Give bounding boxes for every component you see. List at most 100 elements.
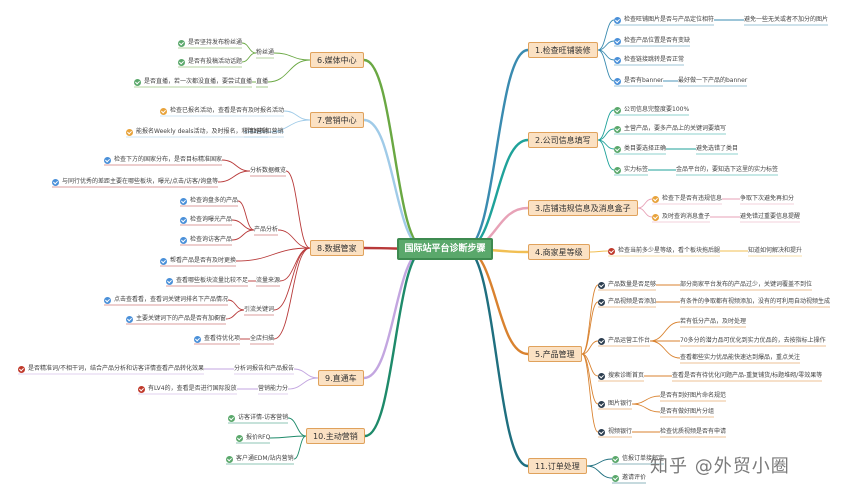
check-icon xyxy=(236,434,243,442)
list-item: 查看哪些板块流量比较不足 xyxy=(166,277,248,285)
list-item: 能报名Weekly deals活动，及时报名，利用好折扣营销 xyxy=(126,128,284,136)
item-connector xyxy=(221,159,251,172)
list-item: 类目要选择正确 xyxy=(614,145,666,153)
item-connector xyxy=(231,219,255,231)
item-connector xyxy=(586,458,613,467)
item-connector xyxy=(597,40,615,51)
check-icon xyxy=(652,195,659,203)
check-icon xyxy=(178,39,185,47)
item-connector xyxy=(267,119,311,133)
check-icon xyxy=(226,455,233,463)
check-icon xyxy=(160,257,167,265)
list-item: 主营产品，要多产品上的关键词要填写 xyxy=(614,125,726,133)
item-connector xyxy=(273,247,311,340)
list-item: 是否有做好图片分组 xyxy=(660,408,715,415)
list-item: 粉丝通 xyxy=(256,49,275,56)
list-item: 流量来源 xyxy=(256,277,281,284)
item-connector xyxy=(586,465,613,479)
branch-10-active-marketing[interactable]: 10.主动营销 xyxy=(306,428,365,444)
branch-9-p4p[interactable]: 9.直通车 xyxy=(318,370,364,386)
check-icon xyxy=(52,178,59,186)
list-item: 引流关键词 xyxy=(244,306,275,313)
list-item: 是否有banner xyxy=(614,77,663,85)
list-item: 是否精准词/不相干词，结合产品分析和访客详情查看产品转化效果 xyxy=(18,365,204,373)
check-icon xyxy=(126,315,133,323)
branch-1-storefront[interactable]: 1.检查旺铺装修 xyxy=(528,42,598,58)
check-icon xyxy=(134,78,141,86)
check-icon xyxy=(614,16,621,24)
item-connector xyxy=(597,139,615,171)
check-icon xyxy=(614,125,621,133)
check-icon xyxy=(228,414,235,422)
list-item: 争取下次避免再扣分 xyxy=(740,195,795,202)
item-connector xyxy=(597,109,615,141)
check-icon xyxy=(18,365,25,373)
branch-7-marketing-center[interactable]: 7.营销中心 xyxy=(310,112,364,128)
item-connector xyxy=(631,395,661,405)
branch-connector xyxy=(363,118,426,251)
item-connector xyxy=(273,247,311,311)
check-icon xyxy=(598,400,605,408)
list-item: 产品分析 xyxy=(254,226,279,233)
item-connector xyxy=(293,368,319,379)
list-item: 金品平台的，要知选下这里的实力标签 xyxy=(676,166,779,173)
check-icon xyxy=(614,145,621,153)
check-icon xyxy=(166,277,173,285)
check-icon xyxy=(160,107,167,115)
branch-6-media-center[interactable]: 6.媒体中心 xyxy=(310,52,364,68)
branch-11-order-processing[interactable]: 11.订单处理 xyxy=(528,458,587,474)
item-connector xyxy=(581,301,599,355)
check-icon xyxy=(194,335,201,343)
list-item: 帮看产品是否有及时更换 xyxy=(160,257,236,265)
item-connector xyxy=(649,321,681,342)
item-connector xyxy=(225,309,245,320)
check-icon xyxy=(180,236,187,244)
branch-connector xyxy=(364,247,426,438)
check-icon xyxy=(614,77,621,85)
item-connector xyxy=(287,417,307,437)
item-connector xyxy=(637,198,653,209)
item-connector xyxy=(277,229,311,249)
list-item: 邀请评价 xyxy=(612,474,646,482)
list-item: 分析数据概览 xyxy=(250,167,287,174)
list-item: 查看待优化项 xyxy=(194,335,240,343)
item-connector xyxy=(279,247,311,282)
item-connector xyxy=(581,353,599,433)
check-icon xyxy=(614,106,621,114)
list-item: 检查优质视频是否有申请 xyxy=(660,428,727,435)
item-connector xyxy=(241,42,257,54)
list-item: 公司信息完整度要100% xyxy=(614,106,689,114)
list-item: 是否坚持发布粉丝通 xyxy=(178,39,242,47)
check-icon xyxy=(598,281,605,289)
list-item: 客户通EDM/站内营销 xyxy=(226,455,294,463)
item-connector xyxy=(581,340,599,355)
list-item: 检查产品位置是否有变缺 xyxy=(614,37,690,45)
check-icon xyxy=(598,372,605,380)
branch-8-data-manager[interactable]: 8.数据管家 xyxy=(310,240,364,256)
list-item: 查看是否有待优化问题产品-重复铺货/标题堆砌/零效果等 xyxy=(672,372,823,379)
branch-5-product-management[interactable]: 5.产品管理 xyxy=(528,346,582,362)
root-node[interactable]: 国际站平台诊断步骤 xyxy=(397,238,493,260)
list-item: 产品数量是否足够 xyxy=(598,281,656,289)
list-item: 检查询曝光产品 xyxy=(180,216,232,224)
item-connector xyxy=(267,59,311,83)
branch-connector xyxy=(464,247,529,356)
list-item: 检查询访客产品 xyxy=(180,236,232,244)
list-item: 知道如何解决和提升 xyxy=(748,247,803,254)
check-icon xyxy=(126,128,133,136)
branch-3-violations[interactable]: 3.店铺违规信息及消息盒子 xyxy=(528,200,638,216)
item-connector xyxy=(269,435,307,439)
list-item: 查看都些实力优品能快速达到爆品，重点关注 xyxy=(680,354,801,361)
branch-2-company-info[interactable]: 2.公司信息填写 xyxy=(528,132,598,148)
item-connector xyxy=(649,340,681,359)
list-item: 有条件的争取都有视频添加，没有的可利用自动视频生成 xyxy=(680,298,831,305)
branch-connector xyxy=(363,58,426,251)
list-item: 折扣营销 xyxy=(244,128,269,135)
check-icon xyxy=(652,213,659,221)
check-icon xyxy=(614,166,621,174)
item-connector xyxy=(293,435,307,460)
item-connector xyxy=(287,377,319,390)
item-connector xyxy=(581,284,599,355)
branch-4-star-level[interactable]: 4.商家星等级 xyxy=(528,244,590,260)
